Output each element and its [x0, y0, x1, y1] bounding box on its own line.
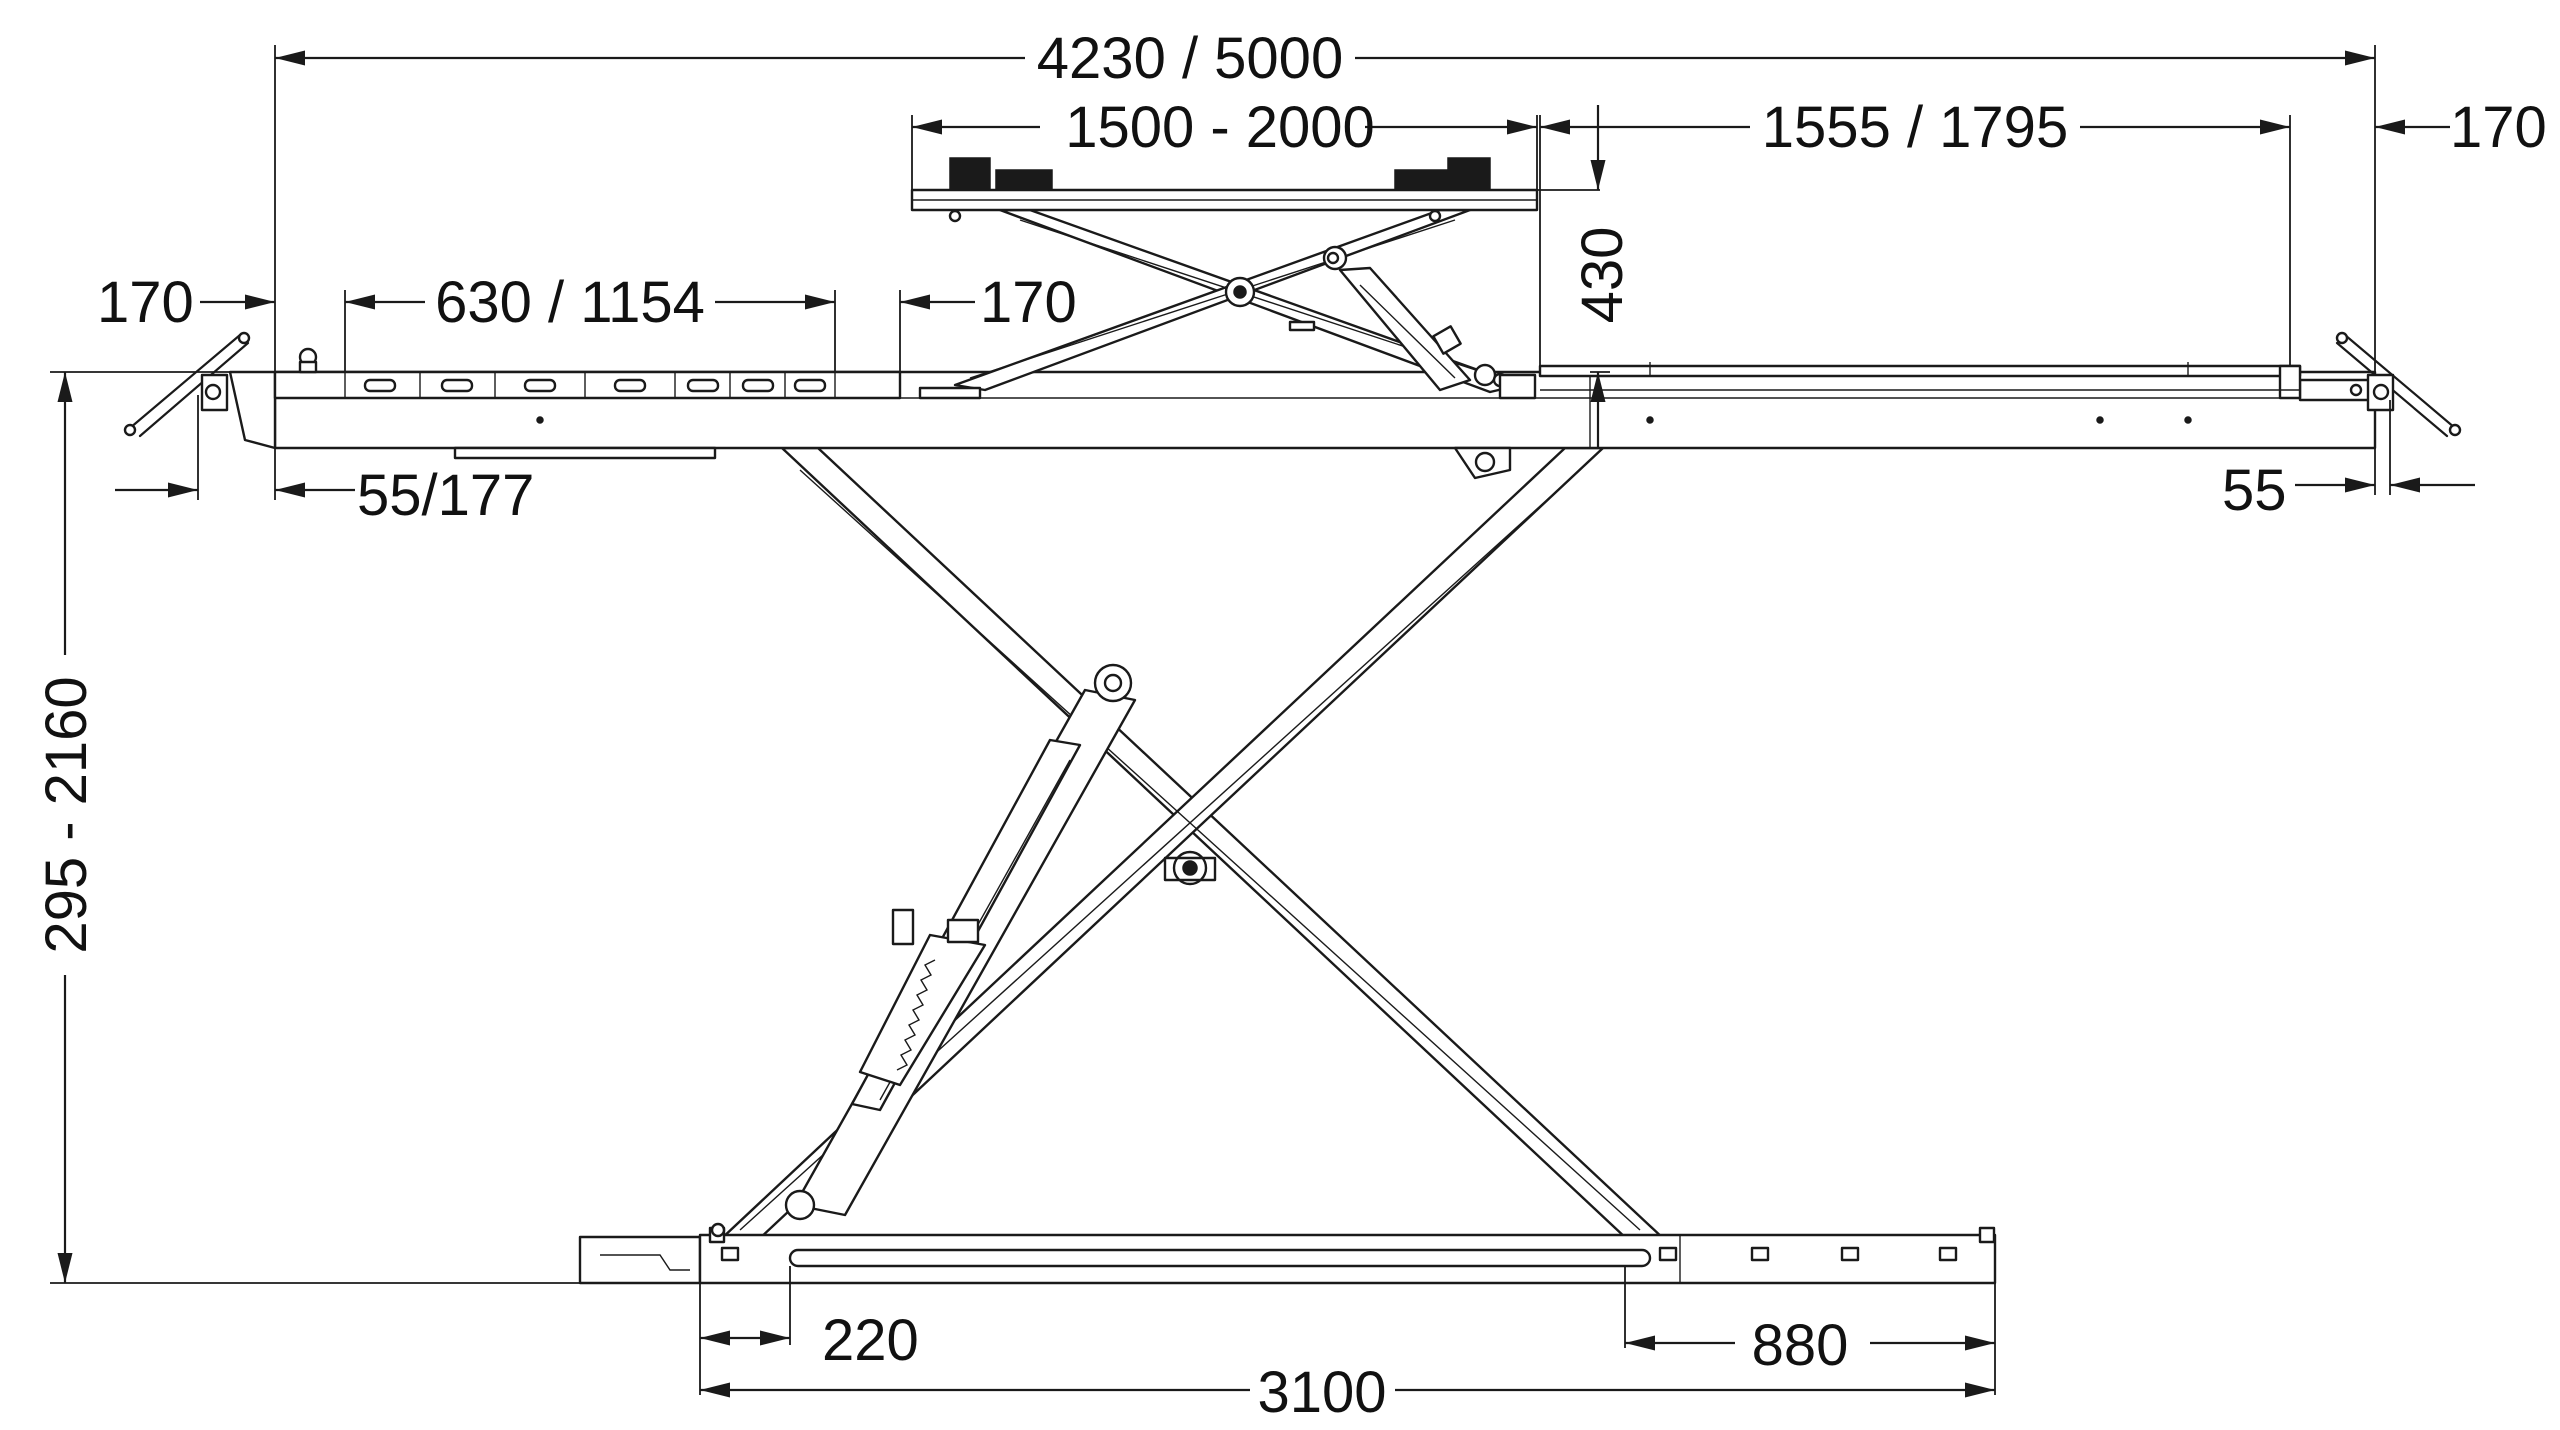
- label-slot-range: 630 / 1154: [435, 270, 705, 335]
- dim-lift-height: 295 - 2160: [34, 371, 580, 1284]
- right-ramp-arm: [2335, 331, 2462, 438]
- dim-extension-length: 1555 / 1795: [1539, 95, 2291, 366]
- label-inner-offset: 170: [980, 270, 1077, 335]
- dim-left-overhang: 170: [97, 270, 275, 335]
- lifting-pads: [949, 157, 1491, 191]
- dim-base-front: 220: [699, 1266, 919, 1395]
- label-left-overhang: 170: [97, 270, 194, 335]
- dim-slot-range: 630 / 1154: [344, 270, 836, 372]
- jacking-beam-platform: [910, 157, 1539, 223]
- dim-platform-height: 430: [1537, 105, 1635, 448]
- dim-right-overhang: 170: [2375, 95, 2547, 160]
- label-base-length: 3100: [1257, 1360, 1386, 1425]
- label-extension-length: 1555 / 1795: [1762, 95, 2068, 160]
- dim-right-end-offset: 55: [2222, 400, 2475, 523]
- left-ramp-arm: [123, 331, 251, 438]
- label-base-front: 220: [822, 1308, 919, 1373]
- right-runway-plate: [1538, 362, 2302, 400]
- label-lift-height: 295 - 2160: [34, 676, 99, 953]
- dim-overall-length: 4230 / 5000: [274, 26, 2376, 372]
- left-runway-slots: [273, 347, 902, 400]
- dim-platform-width: 1500 - 2000: [911, 95, 1538, 190]
- label-left-end-offset: 55/177: [357, 463, 534, 528]
- lift-structure: [123, 157, 2462, 1285]
- dim-inner-offset: 170: [899, 270, 1077, 372]
- label-right-end-offset: 55: [2222, 458, 2287, 523]
- label-overall-length: 4230 / 5000: [1037, 26, 1343, 91]
- label-base-rear: 880: [1752, 1313, 1849, 1378]
- label-platform-height: 430: [1570, 227, 1635, 324]
- dim-base-rear: 880: [1624, 1266, 1996, 1395]
- label-right-overhang: 170: [2450, 95, 2547, 160]
- dimension-lines: 4230 / 5000 1500 - 2000 1555 / 1795 430: [34, 26, 2547, 1425]
- label-platform-width: 1500 - 2000: [1065, 95, 1375, 160]
- base-frame: [578, 1222, 1997, 1285]
- dim-base-length: 3100: [700, 1360, 1995, 1425]
- hydraulic-cylinder: [784, 663, 1137, 1221]
- dim-left-end-offset: 55/177: [115, 395, 534, 528]
